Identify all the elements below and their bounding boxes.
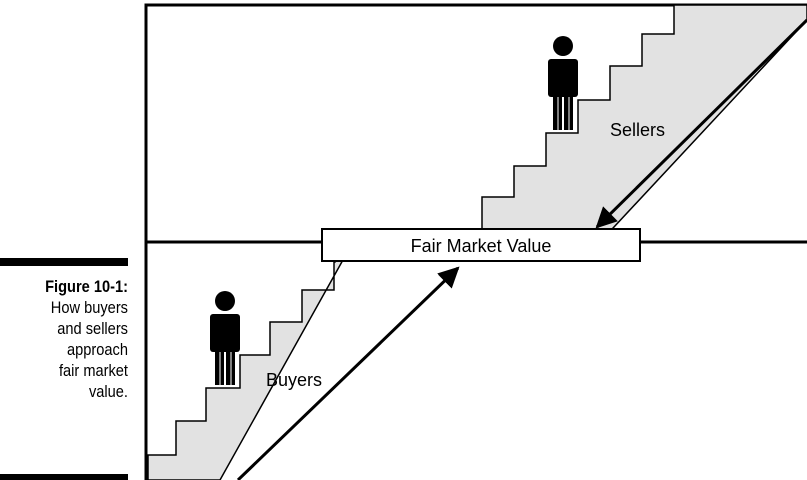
diagram-frame — [144, 3, 807, 480]
caption-line-1: How buyers — [50, 298, 128, 317]
fair-market-value-box — [321, 228, 641, 262]
caption-line-4: fair market — [58, 361, 128, 380]
caption-top-rule — [0, 258, 128, 266]
caption-bottom-rule — [0, 474, 128, 480]
caption-line-2: and sellers — [57, 319, 129, 338]
caption-line-3: approach — [67, 340, 128, 359]
figure-caption: Figure 10-1: How buyers and sellers appr… — [18, 276, 128, 402]
sellers-arrow — [595, 18, 807, 229]
person-icon — [548, 36, 578, 130]
sellers-staircase — [481, 4, 807, 243]
buyers-arrow — [236, 266, 460, 480]
sellers-label: Sellers — [610, 120, 665, 140]
buyers-staircase — [147, 241, 355, 480]
fair-market-value-label: Fair Market Value — [411, 236, 552, 256]
buyers-label: Buyers — [266, 370, 322, 390]
caption-line-5: value. — [88, 382, 128, 401]
figure-label: Figure 10-1: — [45, 277, 128, 296]
person-icon — [210, 291, 240, 385]
